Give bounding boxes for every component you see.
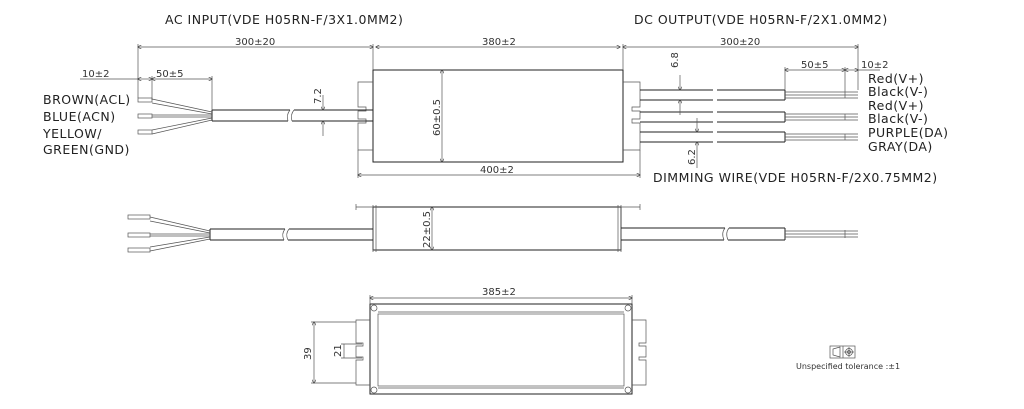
dc-cable-dia-dim: 6.8 [670,52,681,68]
body-height-dim: 22±0.5 [422,211,433,248]
body-width-dim: 60±0.5 [432,99,443,136]
dc-strip-dim: 10±2 [861,60,888,71]
wire-label-gray: GRAY(DA) [868,139,933,154]
slot-pitch-dim: 21 [333,344,344,357]
projection-symbol-icon [829,345,856,359]
wire-label-yellow: YELLOW/ [42,126,102,141]
dc-jacket-dim: 50±5 [801,60,828,71]
dimming-cable-dia-dim: 6.2 [687,149,698,165]
wire-label-black-2: Black(V-) [868,111,928,126]
wire-label-purple: PURPLE(DA) [868,125,948,140]
wire-label-red-1: Red(V+) [868,71,924,86]
dc-output-title: DC OUTPUT(VDE H05RN-F/2X1.0MM2) [634,12,888,27]
mount-pitch-dim: 39 [303,347,314,360]
ac-length-dim: 300±20 [235,37,275,48]
bottom-view [311,295,647,395]
ac-strip-dim: 10±2 [82,69,109,80]
top-view [137,69,858,163]
dc-length-dim: 300±20 [720,37,760,48]
overall-length-dim: 400±2 [480,165,514,176]
bottom-length-dim: 385±2 [482,287,516,298]
wire-label-black-1: Black(V-) [868,84,928,99]
wire-label-green: GREEN(GND) [43,142,130,157]
dimming-wire-title: DIMMING WIRE(VDE H05RN-F/2X0.75MM2) [653,170,938,185]
body-length-dim: 380±2 [482,37,516,48]
ac-input-title: AC INPUT(VDE H05RN-F/3X1.0MM2) [165,12,403,27]
wire-label-red-2: Red(V+) [868,98,924,113]
wire-label-brown: BROWN(ACL) [43,92,131,107]
ac-jacket-dim: 50±5 [156,69,183,80]
side-view [127,204,858,253]
tolerance-note: Unspecified tolerance :±1 [796,362,900,371]
wire-label-blue: BLUE(ACN) [43,109,116,124]
ac-cable-dia-dim: 7.2 [313,88,324,104]
